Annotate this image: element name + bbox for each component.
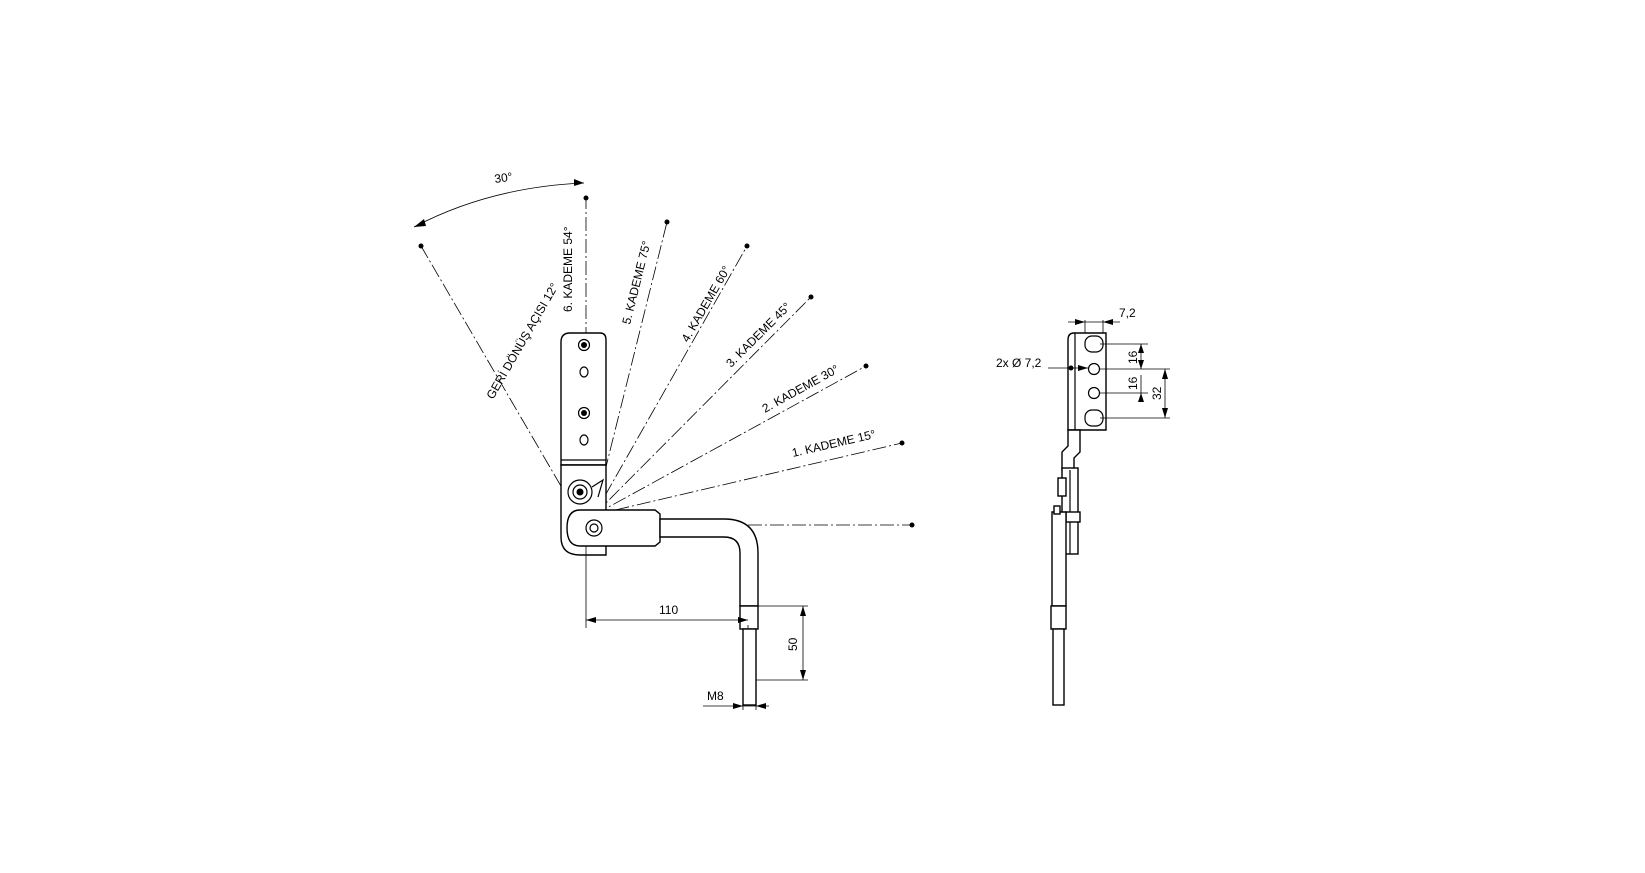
step4-ray <box>593 245 748 516</box>
step1-ray <box>593 442 903 516</box>
horizontal-end-dot <box>909 522 915 528</box>
arc-arrow-left <box>414 219 426 227</box>
step3-ray <box>593 296 812 516</box>
dim-span-label: 32 <box>1150 386 1164 400</box>
arm-rod <box>566 509 759 706</box>
mounting-plate <box>560 332 607 466</box>
step3-label: 3. KADEME 45° <box>723 300 793 370</box>
return-label: GERİ DÖNÜŞ AÇISI 12° <box>483 280 561 401</box>
step6-end-dot <box>583 195 589 201</box>
step2-ray <box>593 365 867 516</box>
front-view: 30° 6. KADEME 54° 5. KADEME 75° 4. KADEM… <box>413 170 915 710</box>
dimension-offset: 7,2 <box>1068 306 1136 333</box>
step3-dot <box>808 294 814 300</box>
hole-spec-leader: 2x Ø 7,2 <box>996 356 1088 371</box>
return-ray <box>420 245 573 506</box>
dim-offset-label: 7,2 <box>1119 306 1136 320</box>
dimension-m8: M8 <box>703 689 769 710</box>
step5-label: 5. KADEME 75° <box>619 239 653 326</box>
arc-arrow-right <box>574 179 584 186</box>
return-angle-arc <box>413 182 585 228</box>
step1-dot <box>899 440 905 446</box>
dimension-pitch: 16 16 32 <box>1100 343 1170 419</box>
side-body <box>1050 429 1081 706</box>
step4-dot <box>744 243 750 249</box>
step2-dot <box>863 363 869 369</box>
side-view: 7,2 2x Ø 7,2 16 16 32 <box>996 306 1170 706</box>
thread-label: M8 <box>707 689 724 703</box>
dim-height-label: 50 <box>786 637 800 651</box>
step1-label: 1. KADEME 15° <box>791 427 878 460</box>
dim-length-label: 110 <box>659 603 678 617</box>
step2-label: 2. KADEME 30° <box>760 362 842 416</box>
return-angle-label: 30° <box>493 170 513 186</box>
dimension-50: 50 <box>756 605 808 681</box>
step4-label: 4. KADEME 60° <box>678 263 733 344</box>
step6-label: 6. KADEME 54° <box>561 226 575 312</box>
dim-pitch-a-label: 16 <box>1126 350 1140 364</box>
step5-dot <box>664 219 670 225</box>
dim-pitch-b-label: 16 <box>1126 376 1140 390</box>
side-plate <box>1067 332 1107 431</box>
dimension-110: 110 <box>585 546 749 629</box>
hole-spec-label: 2x Ø 7,2 <box>996 356 1042 370</box>
return-ray-dot <box>418 243 424 249</box>
